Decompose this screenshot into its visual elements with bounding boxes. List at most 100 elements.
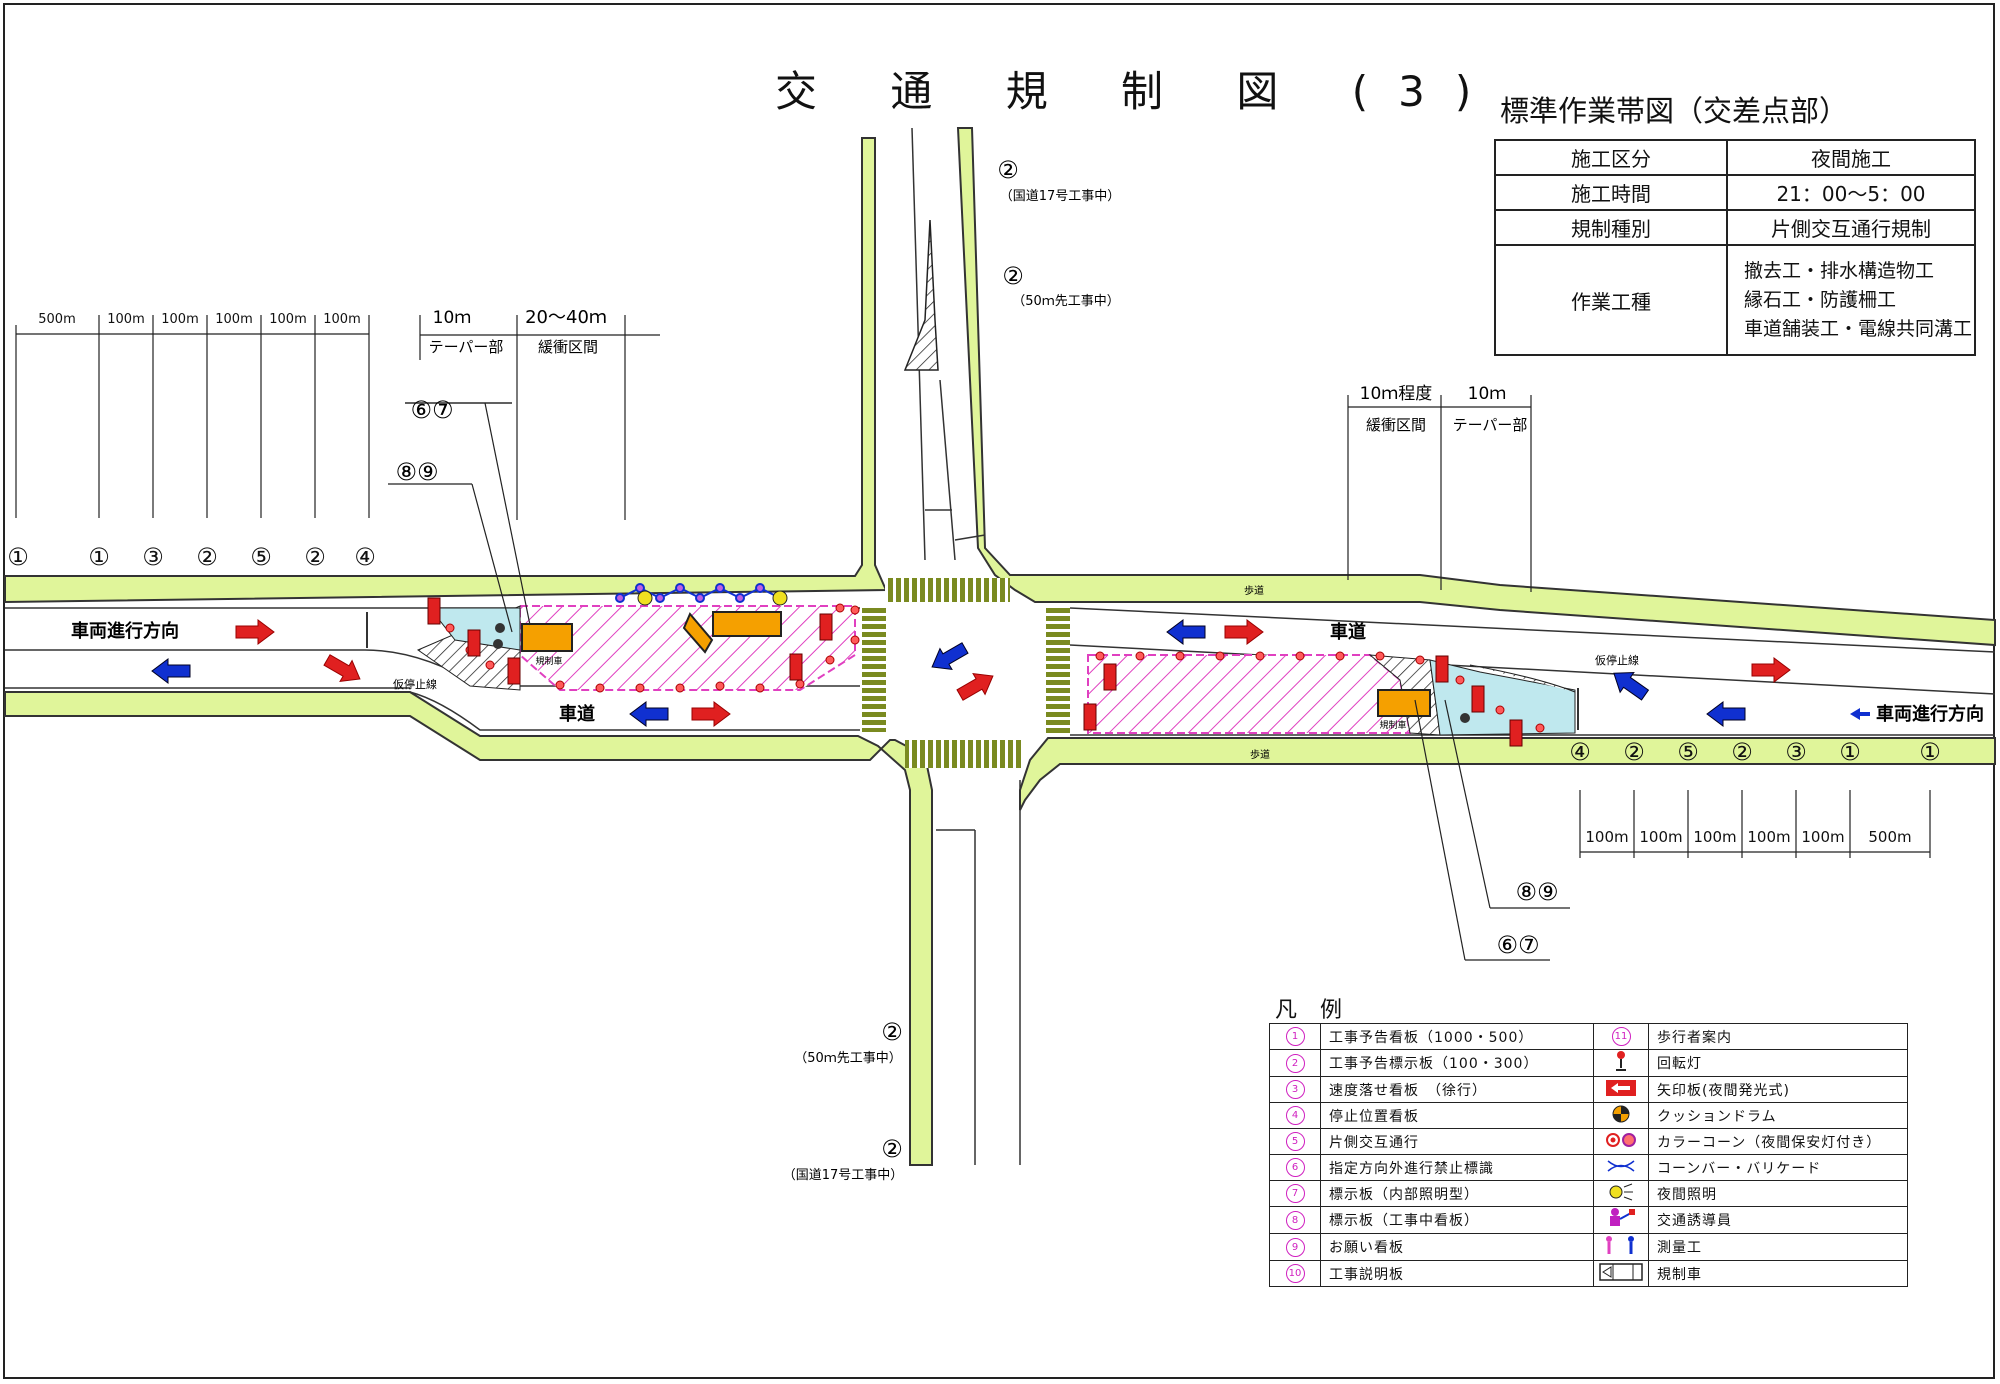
sign-number: ① (1839, 738, 1861, 766)
traffic-arrow-icon (691, 701, 731, 727)
north-sign-1: ② (997, 156, 1019, 184)
north-sign-2-note: （50ｍ先工事中） (1012, 294, 1120, 309)
info-value: 片側交互通行規制 (1726, 209, 1976, 246)
distance-label: 100m (215, 312, 252, 327)
distance-label: 100m (107, 312, 144, 327)
sidewalk-bottom-left (4, 691, 933, 1166)
traffic-arrow-icon (1706, 701, 1746, 727)
regulation-vehicle-icon (1593, 1260, 1649, 1287)
sign-number: ② (1623, 738, 1645, 766)
south-sign-1-note: （50ｍ先工事中） (794, 1051, 902, 1066)
callout-67: ⑥⑦ (410, 396, 453, 424)
distance-label: 500m (1868, 828, 1911, 846)
legend-number-icon: 8 (1269, 1206, 1321, 1234)
vehicle-direction-left: 車両進行方向 (71, 620, 179, 642)
temp-stop-line-label: 仮停止線 (393, 677, 437, 691)
legend-label: 測量工 (1648, 1233, 1908, 1261)
roadway-label: 車道 (1330, 621, 1366, 643)
traffic-guide-person-icon (1593, 1206, 1649, 1234)
temp-stop-line-label: 仮停止線 (1595, 653, 1639, 667)
info-value: 21：00〜5：00 (1726, 174, 1976, 211)
sidewalk-label: 歩道 (1244, 584, 1264, 597)
distance-label: 100m (161, 312, 198, 327)
rotating-light-icon (1593, 1049, 1649, 1077)
legend-label: コーンバー・バリケード (1648, 1154, 1908, 1181)
info-key: 規制種別 (1494, 209, 1728, 246)
legend-number: 3 (1285, 1080, 1305, 1099)
surveyor-icon (1593, 1233, 1649, 1261)
info-table: 施工区分 夜間施工 施工時間 21：00〜5：00 規制種別 片側交互通行規制 … (1494, 139, 1976, 356)
page-title: 交 通 規 制 図 (3) (775, 67, 1502, 116)
info-row: 施工区分 夜間施工 (1494, 139, 1976, 176)
traffic-arrow-icon (1166, 619, 1206, 645)
north-median (903, 219, 939, 371)
color-cone-icon (1593, 1128, 1649, 1155)
sign-number: ① (88, 543, 110, 571)
sign-number: ② (1731, 738, 1753, 766)
crosswalk-east (1046, 608, 1070, 736)
legend-number-icon: 6 (1269, 1154, 1321, 1181)
legend-number-icon: 5 (1269, 1128, 1321, 1155)
traffic-arrow-icon (629, 701, 669, 727)
legend-label: 歩行者案内 (1648, 1023, 1908, 1050)
page-subtitle: 標準作業帯図（交差点部） (1500, 94, 1849, 128)
legend-label: 片側交互通行 (1320, 1128, 1594, 1155)
legend-number: 10 (1285, 1264, 1305, 1283)
traffic-arrow-icon (925, 637, 972, 678)
legend-number-icon: 7 (1269, 1180, 1321, 1207)
barricade-chain (615, 583, 785, 603)
distance-label: 100m (1585, 828, 1628, 846)
right-work-zone (1087, 654, 1412, 734)
legend-number: 4 (1285, 1106, 1305, 1125)
info-value: 夜間施工 (1726, 139, 1976, 176)
info-value: 撤去工・排水構造物工 縁石工・防護柵工 車道舗装工・電線共同溝工 (1726, 244, 1976, 356)
legend-label: 回転灯 (1648, 1049, 1908, 1077)
legend-number: 2 (1285, 1053, 1305, 1073)
legend-number: 1 (1285, 1027, 1305, 1046)
south-sign-2: ② (881, 1135, 903, 1163)
crosswalk-west (862, 608, 886, 732)
legend-label: 矢印板(夜間発光式) (1648, 1076, 1908, 1103)
callout-67: ⑥⑦ (1496, 931, 1539, 959)
legend-label: カラーコーン（夜間保安灯付き） (1648, 1128, 1908, 1155)
sign-number: ② (304, 543, 326, 571)
sign-number: ③ (142, 543, 164, 571)
legend-label: 工事予告看板（1000・500） (1320, 1023, 1594, 1050)
sign-number: ⑤ (250, 543, 272, 571)
info-row: 規制種別 片側交互通行規制 (1494, 209, 1976, 246)
distance-label: 100m (1639, 828, 1682, 846)
legend-number-icon: 9 (1269, 1233, 1321, 1261)
traffic-arrow-icon (151, 658, 191, 684)
legend-number-icon: 1 (1269, 1023, 1321, 1050)
buffer-length-left: 20〜40ｍ (525, 307, 607, 328)
traffic-arrow-icon (1751, 657, 1791, 683)
legend-label: 夜間照明 (1648, 1180, 1908, 1207)
north-sign-1-note: （国道17号工事中） (1000, 189, 1121, 204)
legend-number: 5 (1285, 1132, 1305, 1151)
sign-number: ③ (1785, 738, 1807, 766)
right-cones (1095, 651, 1545, 733)
crosswalk-south (905, 740, 1023, 768)
south-sign-1: ② (881, 1018, 903, 1046)
legend-number: 6 (1285, 1158, 1305, 1177)
taper-length-left: 10ｍ (433, 308, 472, 328)
cushion-drum-icon (1593, 1102, 1649, 1129)
legend-label: 交通誘導員 (1648, 1206, 1908, 1234)
cone-bar-barricade-icon (1593, 1154, 1649, 1181)
buffer-label-right: 緩衝区間 (1366, 416, 1426, 434)
taper-length-right: 10ｍ (1468, 384, 1507, 404)
legend-number: 8 (1285, 1210, 1305, 1230)
distance-label: 100m (1747, 828, 1790, 846)
vehicle-direction-right: 車両進行方向 (1876, 703, 1984, 725)
callout-89: ⑧⑨ (1515, 878, 1558, 906)
legend-number-icon: 4 (1269, 1102, 1321, 1129)
crosswalk-north (885, 578, 1010, 602)
work-line: 撤去工・排水構造物工 (1744, 259, 1935, 282)
